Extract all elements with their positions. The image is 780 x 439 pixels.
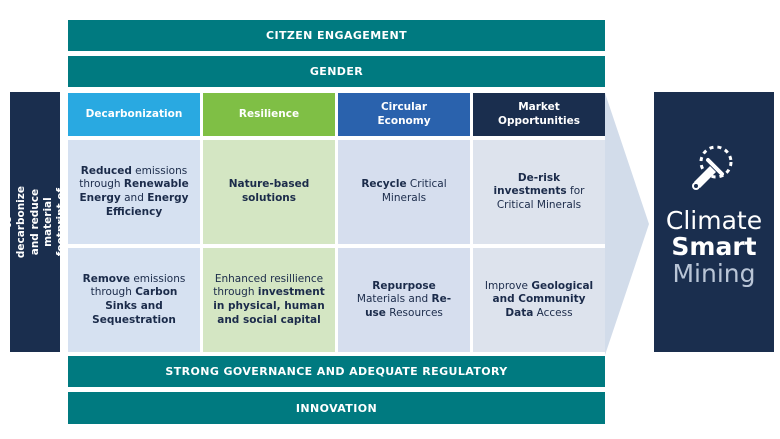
title-line-climate: Climate <box>665 206 763 235</box>
cell-text-run: Energy Efficiency <box>105 192 189 218</box>
support-label-panel: World Bank, IFC support to decarbonize a… <box>0 92 93 352</box>
cell-text-run: investment in physical, human and social… <box>213 286 325 326</box>
pillar-cell-text: Recycle Critical Minerals <box>348 178 460 205</box>
cell-text-run: Remove <box>82 272 130 285</box>
climate-smart-mining-title: Climate Smart Mining <box>665 206 763 288</box>
pillar-cell-3-1: Recycle Critical Minerals <box>338 140 470 244</box>
arrow-shape <box>605 93 649 355</box>
pillar-cell-2-1: Nature-based solutions <box>203 140 335 244</box>
innovation-band: INNOVATION <box>68 392 605 424</box>
cell-text-run: Nature-based solutions <box>228 178 310 204</box>
pillar-cell-1-1: Reduced emissions through Renewable Ener… <box>68 140 200 244</box>
cell-text-run: Re-use <box>365 293 452 319</box>
cell-text-run: for Critical Minerals <box>496 185 585 211</box>
governance-band: STRONG GOVERNANCE AND ADEQUATE REGULATOR… <box>68 356 605 387</box>
pillar-cell-4-2: Improve Geological and Community Data Ac… <box>473 248 605 352</box>
pillar-cell-text: Repurpose Materials and Re-use Resources <box>348 280 460 321</box>
cell-text-run: and <box>120 192 148 204</box>
pillar-header-2: Resilience <box>203 93 335 136</box>
cell-text-run: Enhanced resillience through <box>213 272 324 299</box>
pillar-cell-text: Enhanced resillience through investment … <box>213 273 325 328</box>
cell-text-run: De-risk investments <box>493 171 567 198</box>
pillar-cell-2-2: Enhanced resillience through investment … <box>203 248 335 352</box>
citizen-engagement-band: CITZEN ENGAGEMENT <box>68 20 605 51</box>
title-line-mining: Mining <box>672 258 756 288</box>
pillar-cell-text: De-risk investments for Critical Mineral… <box>483 172 595 213</box>
title-line-smart: Smart <box>671 232 757 262</box>
pillar-cell-1-2: Remove emissions through Carbon Sinks an… <box>68 248 200 352</box>
gender-band: GENDER <box>68 56 605 87</box>
pillar-header-3: Circular Economy <box>338 93 470 136</box>
pillar-cell-text: Remove emissions through Carbon Sinks an… <box>78 273 190 328</box>
cell-text-run: emissions through <box>90 272 186 299</box>
cell-text-run: Improve <box>484 279 532 292</box>
pillar-cell-3-2: Repurpose Materials and Re-use Resources <box>338 248 470 352</box>
cell-text-run: Materials and <box>356 293 432 306</box>
cell-text-run: Critical Minerals <box>381 178 447 204</box>
pillar-header-4: Market Opportunities <box>473 93 605 136</box>
cell-text-run: Carbon Sinks and Sequestration <box>92 286 178 326</box>
mining-pickaxe-bulb-icon <box>692 145 733 190</box>
cell-text-run: Resources <box>385 306 443 319</box>
cell-text-run: Renewable Energy <box>79 178 189 204</box>
pillar-cell-4-1: De-risk investments for Critical Mineral… <box>473 140 605 244</box>
cell-text-run: Repurpose <box>372 279 436 292</box>
pillar-header-1: Decarbonization <box>68 93 200 136</box>
climate-smart-mining-panel: Climate Smart Mining <box>654 92 774 352</box>
pillar-cell-text: Nature-based solutions <box>213 178 325 205</box>
cell-text-run: Recycle <box>361 178 407 191</box>
cell-text-run: emissions through <box>79 164 188 191</box>
pillar-cell-text: Improve Geological and Community Data Ac… <box>483 280 595 321</box>
cell-text-run: Access <box>533 306 573 319</box>
cell-text-run: Reduced <box>80 164 132 177</box>
cell-text-run: Geological and Community Data <box>492 279 594 319</box>
pillar-cell-text: Reduced emissions through Renewable Ener… <box>78 165 190 220</box>
